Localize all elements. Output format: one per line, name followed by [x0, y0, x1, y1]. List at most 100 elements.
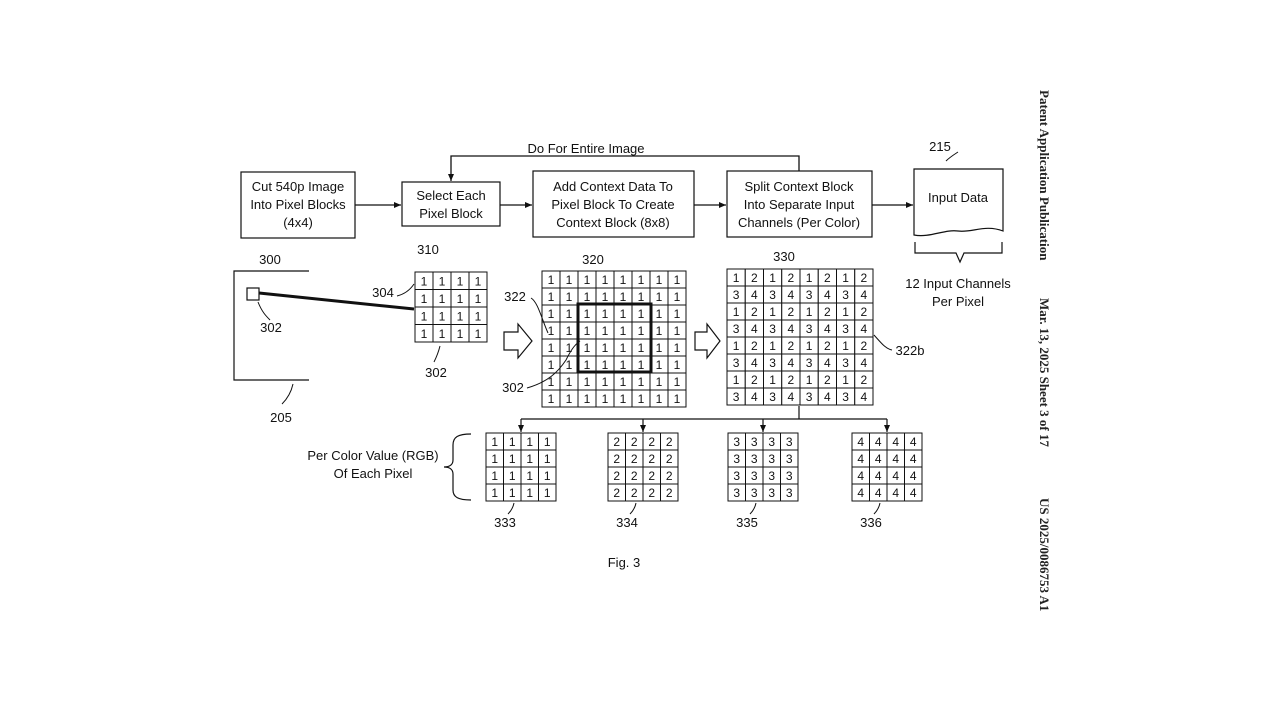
pixel-block-cell-value: 1: [421, 309, 428, 323]
context-block-cell-value: 1: [674, 290, 681, 304]
ref-322: 322: [504, 289, 526, 304]
split-block-cell-value: 3: [842, 288, 849, 302]
pixel-block-cell-value: 1: [457, 274, 464, 288]
split-block-cell: [854, 387, 874, 406]
brace-label-line-1: 12 Input Channels: [905, 276, 1011, 291]
channel-335-cell-value: 3: [751, 486, 758, 500]
split-block-cell-value: 1: [806, 339, 813, 353]
ref-333: 333: [494, 515, 516, 530]
ref-322b: 322b: [896, 343, 925, 358]
split-block-cell-value: 2: [824, 271, 831, 285]
pixel-block-cell-value: 1: [439, 292, 446, 306]
split-block-cell-value: 1: [733, 339, 740, 353]
split-block-cell-value: 4: [751, 356, 758, 370]
split-block-cell-value: 4: [861, 288, 868, 302]
split-block-cell-value: 4: [824, 322, 831, 336]
step-context: Add Context Data To Pixel Block To Creat…: [532, 170, 695, 267]
split-block-cell-value: 2: [788, 373, 795, 387]
step-split: Split Context Block Into Separate Input …: [726, 170, 873, 264]
split-block-cell-value: 1: [842, 271, 849, 285]
context-block-cell-value: 1: [584, 341, 591, 355]
channel-335-cell-value: 3: [768, 469, 775, 483]
split-block-cell-value: 4: [824, 288, 831, 302]
split-block-cell-value: 2: [824, 339, 831, 353]
split-block-cell-value: 2: [861, 271, 868, 285]
context-block-cell-value: 1: [566, 375, 573, 389]
channel-ref-leader: [629, 502, 637, 515]
ref-320: 320: [582, 252, 604, 267]
input-data-document: Input Data 215 12 Input Channels Per Pix…: [905, 139, 1011, 309]
context-block-cell-value: 1: [602, 324, 609, 338]
context-block-cell-value: 1: [674, 358, 681, 372]
split-block-cell-value: 1: [806, 373, 813, 387]
figure-caption: Fig. 3: [608, 555, 641, 570]
ref-215: 215: [929, 139, 951, 154]
context-block-cell-value: 1: [674, 273, 681, 287]
context-block-cell-value: 1: [638, 341, 645, 355]
split-block-cell-value: 3: [842, 356, 849, 370]
context-block-cell-value: 1: [674, 392, 681, 406]
channel-335-cell: [780, 483, 799, 502]
context-block-cell-value: 1: [620, 375, 627, 389]
context-block-cell-value: 1: [656, 358, 663, 372]
channel-333-cell-value: 1: [544, 435, 551, 449]
channel-334-cell-value: 2: [613, 486, 620, 500]
channel-334-cell-value: 2: [648, 435, 655, 449]
context-block-cell-value: 1: [602, 375, 609, 389]
channel-333-cell-value: 1: [509, 469, 516, 483]
rgb-label-line-1: Per Color Value (RGB): [307, 448, 438, 463]
context-block-cell-value: 1: [638, 307, 645, 321]
channel-334-cell-value: 2: [613, 452, 620, 466]
channel-ref-leader: [873, 502, 881, 515]
split-block-cell-value: 3: [769, 322, 776, 336]
channel-333-cell-value: 1: [509, 435, 516, 449]
ref-330: 330: [773, 249, 795, 264]
split-block-cell-value: 2: [788, 339, 795, 353]
split-block-cell-value: 4: [861, 322, 868, 336]
step-select: Select Each Pixel Block 310: [401, 181, 501, 257]
pixel-block-cell-value: 1: [439, 309, 446, 323]
context-block-cell-value: 1: [548, 324, 555, 338]
channel-335-cell-value: 3: [733, 452, 740, 466]
split-block-cell-value: 2: [861, 373, 868, 387]
split-block-cell-value: 2: [824, 373, 831, 387]
channel-334-cell-value: 2: [666, 435, 673, 449]
input-brace: [914, 242, 1003, 264]
ref-304: 304: [372, 285, 394, 300]
channel-336-cell-value: 4: [875, 469, 882, 483]
split-block-cell-value: 3: [733, 288, 740, 302]
context-block-cell-value: 1: [566, 290, 573, 304]
hollow-arrow-1: [503, 322, 533, 360]
split-block-cell-value: 4: [751, 390, 758, 404]
ref-300: 300: [259, 252, 281, 267]
context-block-cell-value: 1: [656, 307, 663, 321]
channel-335-cell-value: 3: [786, 452, 793, 466]
pixel-block-cell: [468, 324, 488, 343]
split-block-cell-value: 2: [751, 339, 758, 353]
context-block-cell-value: 1: [674, 307, 681, 321]
ref-336: 336: [860, 515, 882, 530]
context-block-cell-value: 1: [656, 324, 663, 338]
split-block-cell-value: 2: [788, 271, 795, 285]
channel-333-cell-value: 1: [509, 486, 516, 500]
split-block-cell-value: 3: [769, 288, 776, 302]
context-block-cell-value: 1: [674, 324, 681, 338]
pixel-block-cell-value: 1: [421, 327, 428, 341]
split-block-cell-value: 2: [861, 305, 868, 319]
context-block-cell-value: 1: [548, 273, 555, 287]
channel-335-cell-value: 3: [751, 435, 758, 449]
context-block-cell-value: 1: [566, 341, 573, 355]
channel-334-cell-value: 2: [631, 435, 638, 449]
context-block-cell-value: 1: [620, 358, 627, 372]
ref-302-pixel: 302: [260, 320, 282, 335]
split-block-cell-value: 1: [733, 305, 740, 319]
header-patent-number: US 2025/0086753 A1: [1037, 498, 1052, 612]
loop-connector: [448, 155, 800, 181]
ref-302-block: 302: [425, 365, 447, 380]
step-context-line-2: Pixel Block To Create: [551, 197, 674, 212]
step-cut-line-3: (4x4): [283, 215, 313, 230]
